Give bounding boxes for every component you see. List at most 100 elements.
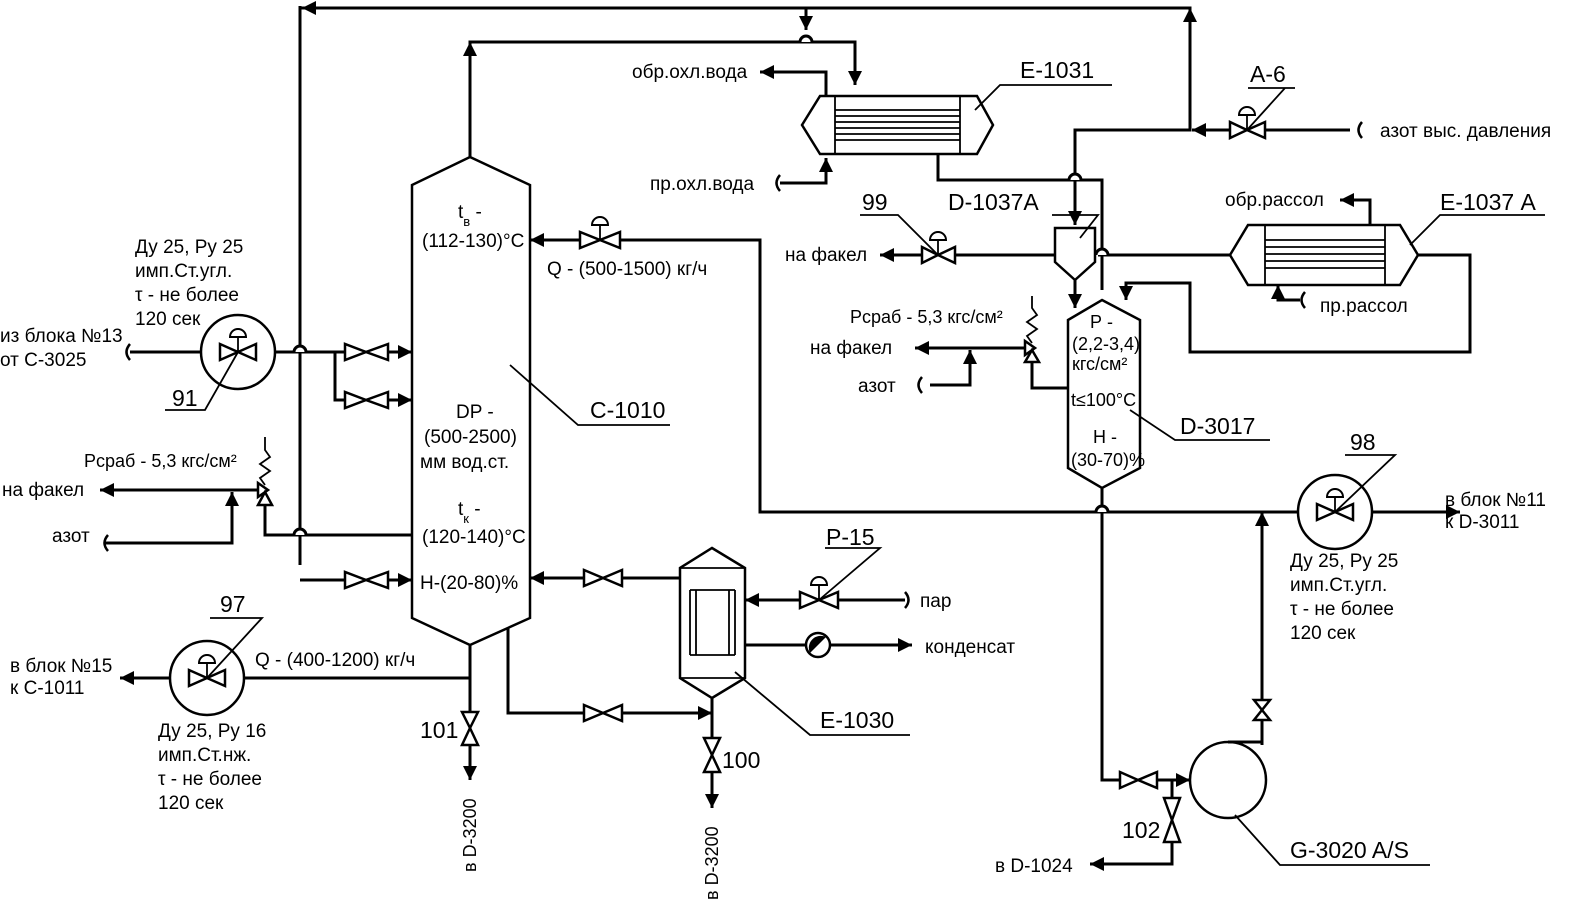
spec-98-line1: Ду 25, Ру 25 <box>1290 551 1398 572</box>
label-d3017: D-3017 <box>1180 413 1255 439</box>
column-top-temp: tв - <box>458 202 482 229</box>
column-level: Н-(20-80)% <box>420 573 518 594</box>
column-c1010 <box>410 155 532 647</box>
control-valve-reflux <box>578 216 622 250</box>
spec-91-line1: Ду 25, Ру 25 <box>135 237 243 258</box>
spec-91-line3: τ - не более <box>135 285 239 306</box>
column-bottom-temp-range: (120-140)°С <box>422 527 526 548</box>
column-dp-label: DP - <box>456 402 494 423</box>
drum-pressure-range: (2,2-3,4) <box>1072 334 1140 354</box>
line-crossings <box>292 34 1110 536</box>
nitrogen-mid-line <box>930 350 977 387</box>
stream-flare-left: на факел <box>2 480 84 501</box>
drum-pressure-label: Р - <box>1090 312 1113 332</box>
control-valve-a6 <box>1228 106 1267 140</box>
drum-d3017 <box>1066 298 1142 490</box>
label-e1030: Е-1030 <box>820 707 894 733</box>
steam-trap <box>804 631 832 659</box>
stream-nitrogen-left: азот <box>52 526 90 547</box>
stream-to-d1024: в D-1024 <box>995 856 1073 877</box>
column-dp-range: (500-2500) <box>424 427 517 448</box>
valve-101-body <box>459 710 481 731</box>
reflux-line <box>620 238 1300 514</box>
spec-98-line4: 120 сек <box>1290 623 1356 644</box>
stream-cw-supply: пр.охл.вода <box>650 174 754 195</box>
column-dp-unit: мм вод.ст. <box>420 452 509 473</box>
spec-97-line2: имп.Ст.нж. <box>158 745 251 766</box>
stream-to-d3200-b: в D-3200 <box>702 826 722 900</box>
e1037a-loop-line <box>1119 253 1472 354</box>
exchanger-e1031 <box>800 94 995 156</box>
label-e1037a: Е-1037 А <box>1440 189 1537 215</box>
label-d1037a: D-1037А <box>948 189 1039 215</box>
stream-brine-supply: пр.рассол <box>1320 296 1408 317</box>
stream-flare-99: на факел <box>785 245 867 266</box>
left-relief-line <box>263 505 412 537</box>
spec-98-line3: τ - не более <box>1290 599 1394 620</box>
separator-d1037a <box>1053 226 1097 282</box>
drum-level-label: Н - <box>1093 427 1117 447</box>
leader-lines <box>165 84 1545 866</box>
stream-to-d3200-a: в D-3200 <box>460 798 480 872</box>
stream-flare-d3017: на факел <box>810 338 892 359</box>
drum-level-range: (30-70)% <box>1071 450 1145 470</box>
stream-condensate: конденсат <box>925 637 1015 658</box>
label-valve-101: 101 <box>420 717 458 743</box>
gate-valve <box>343 342 370 362</box>
stream-steam: пар <box>920 591 951 612</box>
brine-supply-line <box>1271 285 1300 302</box>
drum-temperature: t≤100°С <box>1071 390 1136 410</box>
label-valve-99: 99 <box>862 189 888 215</box>
stream-cw-return: обр.охл.вода <box>632 62 748 83</box>
stream-from-blok13-line2: от С-3025 <box>0 350 86 371</box>
control-valve-p15 <box>798 576 840 610</box>
overhead-vapour-line <box>468 40 862 158</box>
cw-supply-line <box>780 158 833 185</box>
stream-to-blok11-line2: к D-3011 <box>1445 512 1520 533</box>
reboiler-e1030 <box>678 546 747 700</box>
spec-97-line4: 120 сек <box>158 793 224 814</box>
stream-reflux-flow: Q - (500-1500) кг/ч <box>547 259 707 280</box>
spec-91-line2: имп.Ст.угл. <box>135 261 232 282</box>
exchanger-e1037a <box>1228 223 1420 287</box>
column-bottom-temp: tк - <box>458 499 481 526</box>
to-d1024-line <box>1090 842 1174 871</box>
spec-98-line2: имп.Ст.угл. <box>1290 575 1387 596</box>
e1031-outlet-line <box>936 152 1104 290</box>
brine-return-line <box>1340 193 1372 225</box>
stream-to-blok15-line2: к С-1011 <box>10 678 85 699</box>
label-e1031: Е-1031 <box>1020 57 1094 83</box>
pump-g3020 <box>1188 740 1268 820</box>
label-valve-a6: А-6 <box>1250 61 1286 87</box>
relief-setpoint-left: Рсраб - 5,3 кгс/см² <box>84 451 237 471</box>
control-valve-99 <box>920 231 957 266</box>
stream-to-blok11-line1: в блок №11 <box>1445 490 1546 511</box>
label-g3020: G-3020 A/S <box>1290 837 1409 863</box>
manual-valves <box>343 342 1273 844</box>
label-valve-98: 98 <box>1350 429 1376 455</box>
stream-brine-return: обр.рассол <box>1225 190 1324 211</box>
valve-102-body <box>1162 796 1182 824</box>
column-top-temp-range: (112-130)°С <box>422 231 524 252</box>
stream-from-blok13-line1: из блока №13 <box>0 326 123 347</box>
label-valve-100: 100 <box>722 747 760 773</box>
label-valve-p15: Р-15 <box>826 524 875 550</box>
pipe-break-marks <box>103 121 1363 609</box>
label-valve-102: 102 <box>1122 817 1160 843</box>
spec-97-line3: τ - не более <box>158 769 262 790</box>
stream-nitrogen-hp: азот выс. давления <box>1380 121 1551 142</box>
d3017-relief-line <box>1030 348 1068 390</box>
spec-91-line4: 120 сек <box>135 309 201 330</box>
relief-setpoint-d3017: Рсраб - 5,3 кгс/см² <box>850 307 1003 327</box>
reboiler-inlet-line <box>506 618 584 715</box>
stream-bottoms-flow: Q - (400-1200) кг/ч <box>255 650 415 671</box>
label-c1010: С-1010 <box>590 397 665 423</box>
d3017-bottom-line <box>1100 486 1120 782</box>
label-valve-97: 97 <box>220 591 246 617</box>
cw-return-line <box>760 65 828 96</box>
nitrogen-left-line <box>105 492 239 545</box>
valve-100-body <box>702 736 722 758</box>
relief-valve-left <box>255 437 275 507</box>
drum-pressure-unit: кгс/см² <box>1072 354 1127 374</box>
